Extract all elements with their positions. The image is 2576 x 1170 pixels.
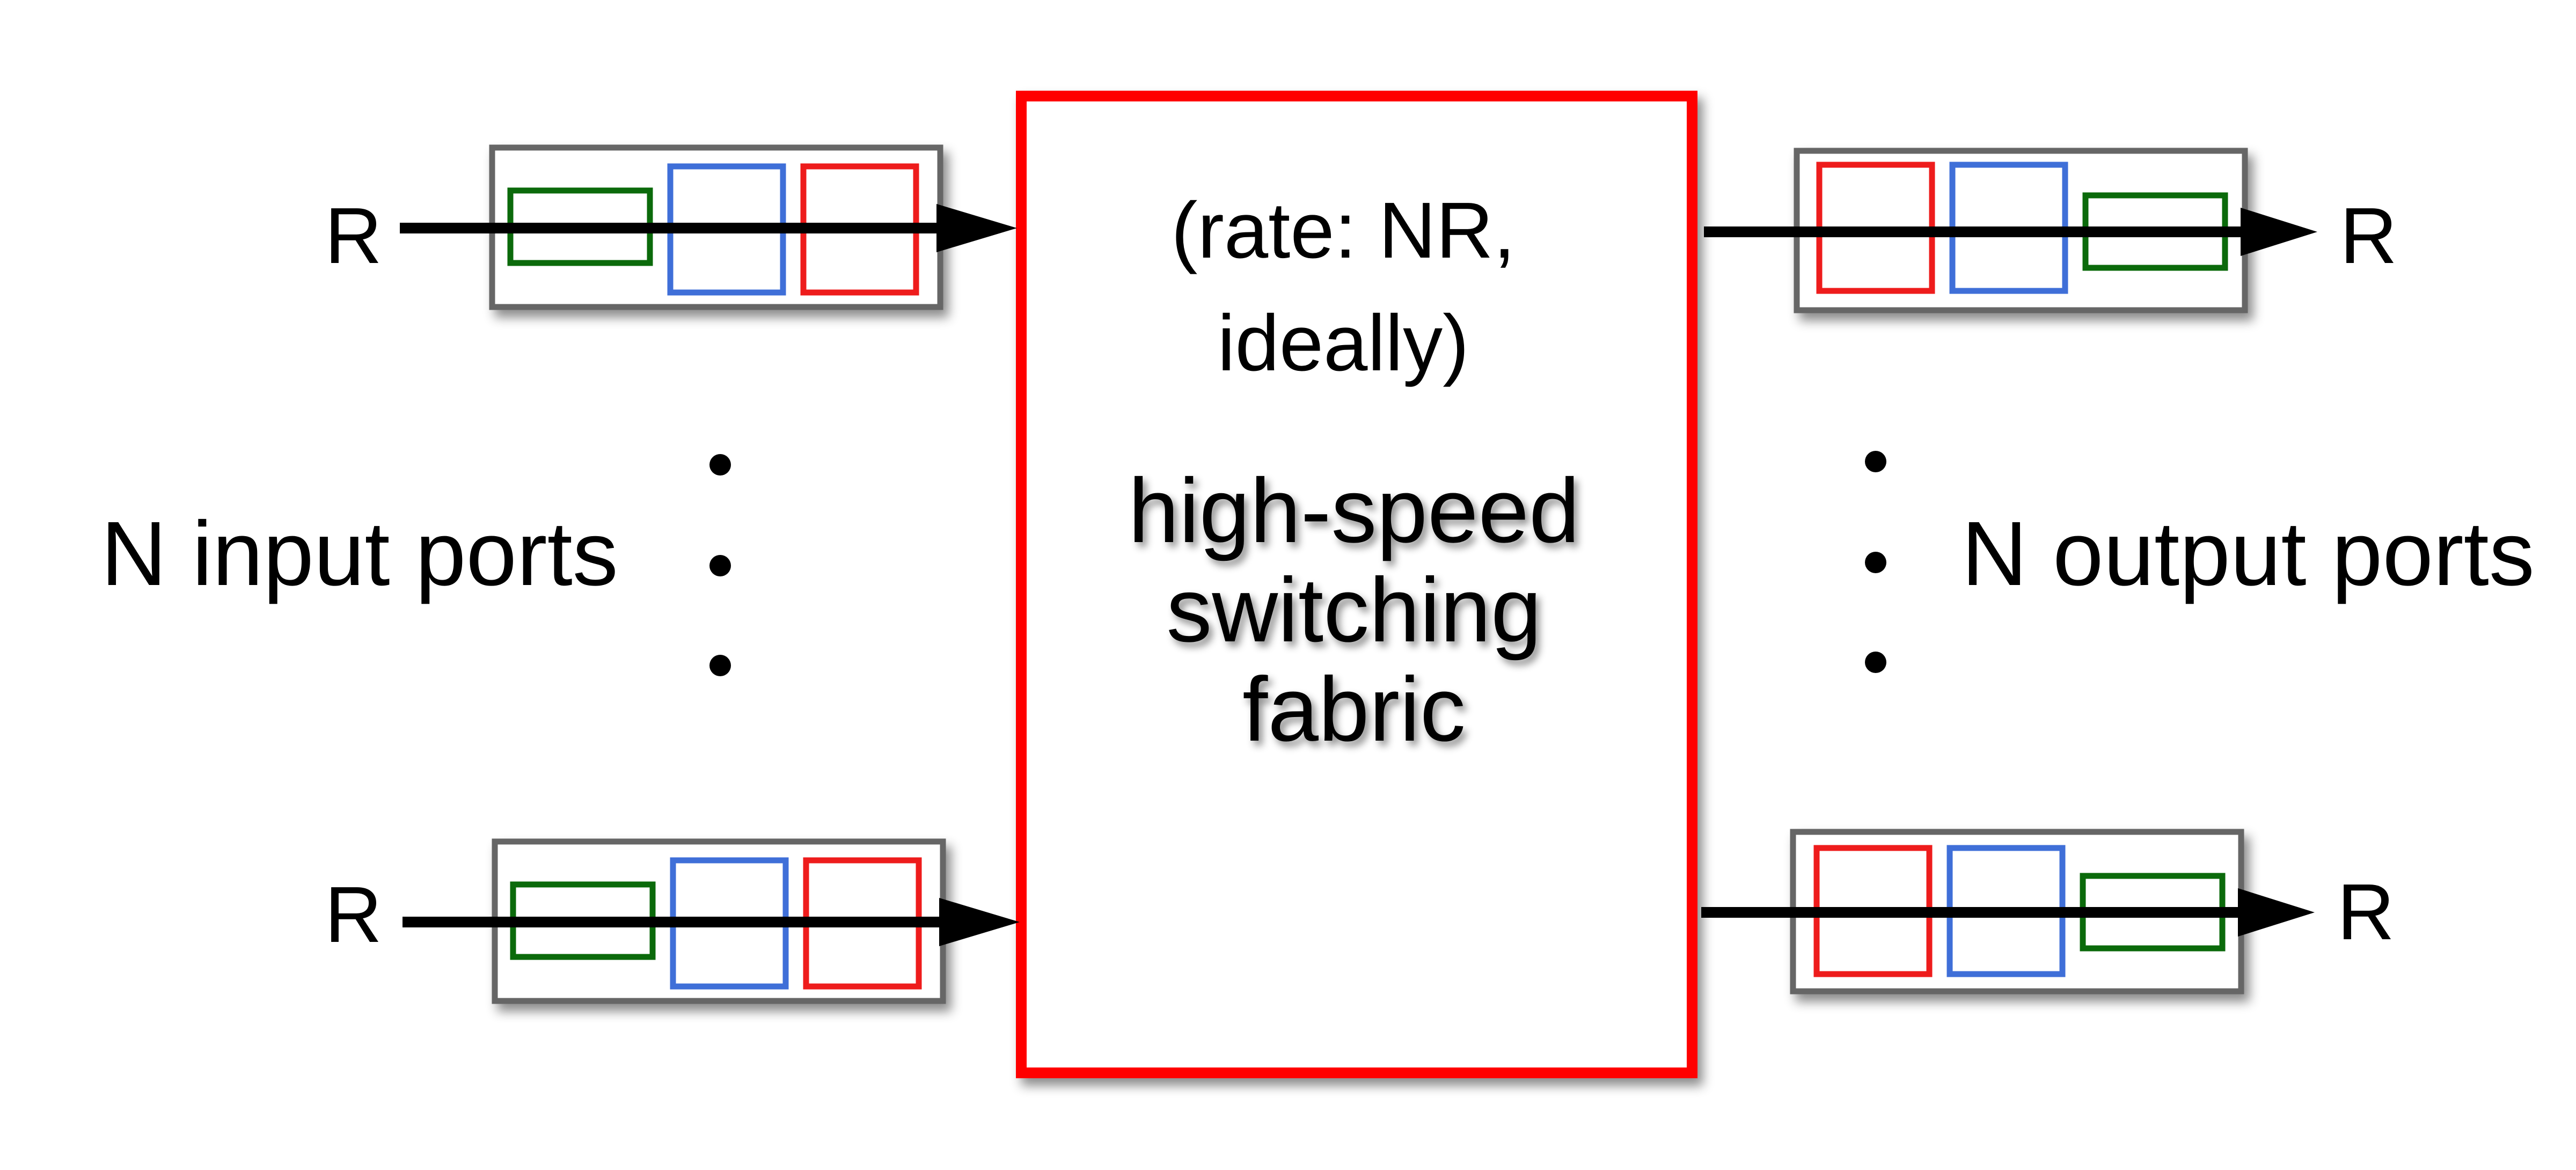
output-port-bottom: R: [1701, 829, 2395, 994]
input-rate-top: R: [325, 192, 382, 280]
input-ellipsis: [709, 454, 731, 676]
output-rate-top: R: [2340, 192, 2397, 280]
arrow-head-icon: [939, 898, 1020, 946]
input-port-bottom: R: [325, 838, 1020, 1004]
fabric-rate-line2: ideally): [1218, 299, 1469, 387]
input-port-top: R: [325, 144, 1017, 310]
fabric-name-line2: switching: [1166, 559, 1541, 661]
output-rate-bottom: R: [2337, 868, 2395, 956]
input-rate-bottom: R: [325, 871, 382, 959]
arrow-head-icon: [2241, 208, 2317, 256]
arrow-head-icon: [2238, 888, 2315, 937]
switching-fabric-box: [1016, 91, 1697, 1078]
fabric-name-line3: fabric: [1242, 659, 1466, 760]
output-ports-label: N output ports: [1962, 503, 2535, 605]
fabric-rate-line1: (rate: NR,: [1171, 186, 1515, 275]
arrow-head-icon: [936, 204, 1017, 252]
output-port-top: R: [1704, 148, 2397, 313]
output-ellipsis: [1865, 451, 1886, 673]
input-ports-label: N input ports: [101, 503, 618, 605]
fabric-name-line1: high-speed: [1128, 460, 1579, 562]
